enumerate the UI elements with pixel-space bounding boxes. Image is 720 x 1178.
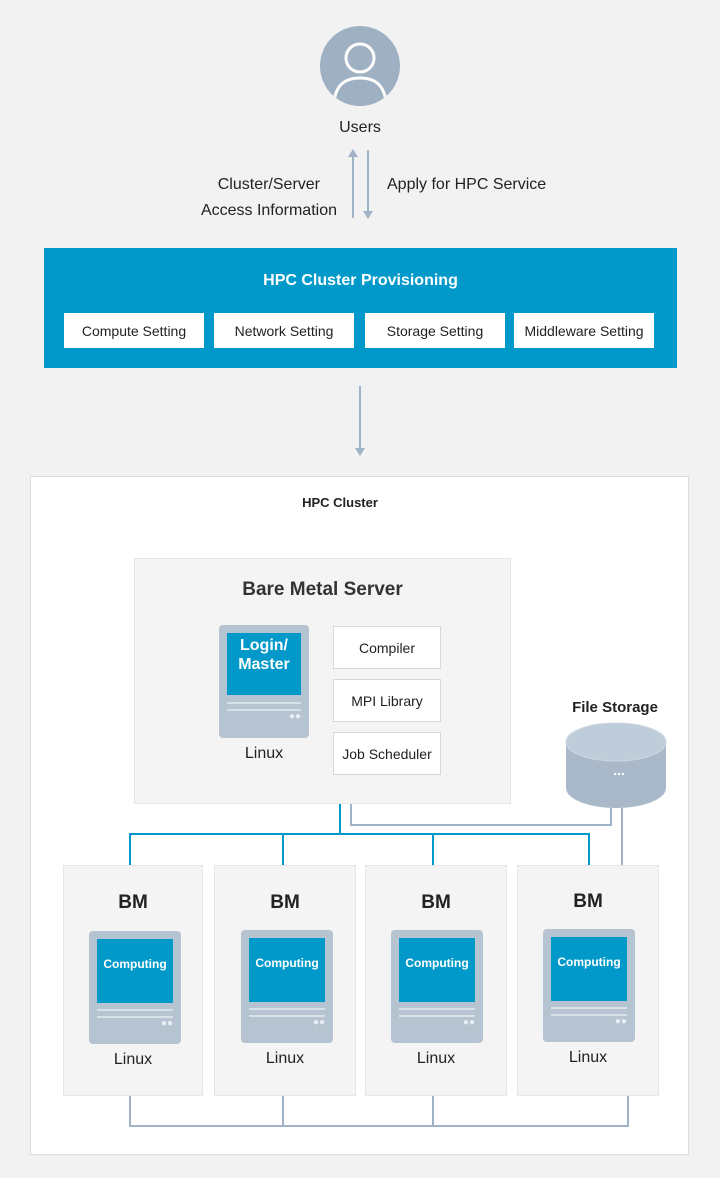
bm-node-1-title: BM [118,892,148,913]
file-storage-dots: ... [613,762,625,778]
compiler-box: Compiler [333,626,441,669]
provisioning-title: HPC Cluster Provisioning [263,272,458,289]
bm-node-1-screen: Computing [97,939,173,1003]
login-os: Linux [244,745,284,762]
access-info-line2: Access Information [200,202,337,219]
bm-node-1-os: Linux [113,1051,153,1068]
bm-node-4-server-icon: Computing ●● [543,929,635,1042]
bm-node-3-server-icon: Computing ●● [391,930,483,1043]
login-server-icon: Login/ Master ●● [219,625,309,738]
bm-node-3-os: Linux [416,1050,456,1067]
bm-node-2-title: BM [270,892,300,913]
storage-setting: Storage Setting [365,313,505,348]
file-storage-title: File Storage [572,699,658,716]
bm-node-4-title: BM [573,891,603,912]
apply-label: Apply for HPC Service [387,176,547,193]
middleware-setting: Middleware Setting [514,313,654,348]
file-storage-icon [565,722,667,808]
user-icon [320,26,400,106]
bare-metal-title: Bare Metal Server [242,579,403,600]
provisioning-panel: HPC Cluster Provisioning Compute Setting… [44,248,677,368]
network-setting: Network Setting [214,313,354,348]
access-info-line1: Cluster/Server [217,176,320,193]
compute-setting: Compute Setting [64,313,204,348]
job-scheduler-box: Job Scheduler [333,732,441,775]
bm-node-4-os: Linux [568,1049,608,1066]
bm-node-2-screen: Computing [249,938,325,1002]
login-master-label: Login/ Master [227,633,301,695]
provision-arrow [355,386,365,456]
users-label: Users [339,119,381,136]
bm-node-3-screen: Computing [399,938,475,1002]
bm-node-1-server-icon: Computing ●● [89,931,181,1044]
cluster-title: HPC Cluster [302,495,378,510]
bm-node-3-title: BM [421,892,451,913]
bare-metal-box [134,558,511,804]
user-flow-arrows [348,149,373,219]
bm-node-2-os: Linux [265,1050,305,1067]
bm-node-2-server-icon: Computing ●● [241,930,333,1043]
bm-node-4-screen: Computing [551,937,627,1001]
mpi-library-box: MPI Library [333,679,441,722]
